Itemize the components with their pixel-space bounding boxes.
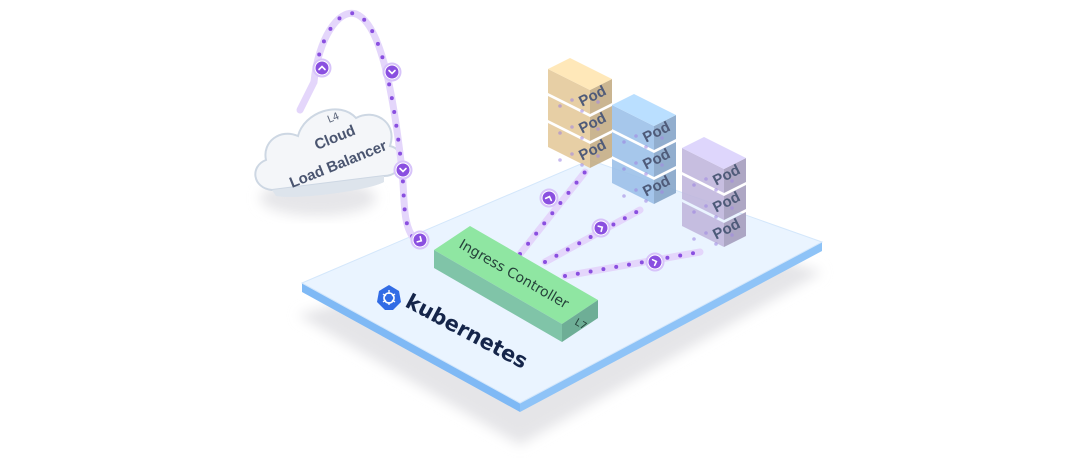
helm-wheel-icon (377, 285, 401, 310)
pod-cube: Pod (612, 94, 676, 150)
flow-path-cloud-loop (310, 9, 419, 244)
ingress-front-face (434, 250, 562, 342)
traffic-flow (296, 9, 704, 280)
cloud-load-balancer: L4 Cloud Load Balancer (254, 108, 403, 216)
chevron-icon (539, 188, 559, 208)
chevron-icon (312, 58, 332, 78)
chevron-icon (645, 252, 665, 272)
chevron-icon (382, 62, 402, 82)
flow-chevrons (312, 58, 665, 272)
kubernetes-logo (377, 285, 401, 310)
pod-cube: Pod (548, 123, 612, 168)
chevron-icon (591, 218, 611, 238)
pod-cube: Pod (612, 159, 676, 204)
pod-cube: Pod (682, 137, 746, 193)
pod-cube: Pod (682, 175, 746, 220)
ingress-layer-label: L7 (573, 317, 589, 332)
flow-path-to-pods-3 (561, 248, 704, 280)
pod-cube: Pod (682, 202, 746, 247)
chevron-icon (410, 230, 430, 250)
chevron-icon (393, 160, 413, 180)
pod-cube: Pod (548, 58, 612, 114)
pod-cube: Pod (612, 132, 676, 177)
flow-path-cloud-entry (296, 78, 318, 114)
ingress-top-face (434, 226, 598, 324)
pod-cube: Pod (548, 96, 612, 141)
ingress-side-face (562, 300, 598, 342)
platform-edge-right (520, 242, 822, 412)
cloud-layer-label: L4 (326, 111, 341, 126)
platform-edge-left (302, 283, 520, 412)
